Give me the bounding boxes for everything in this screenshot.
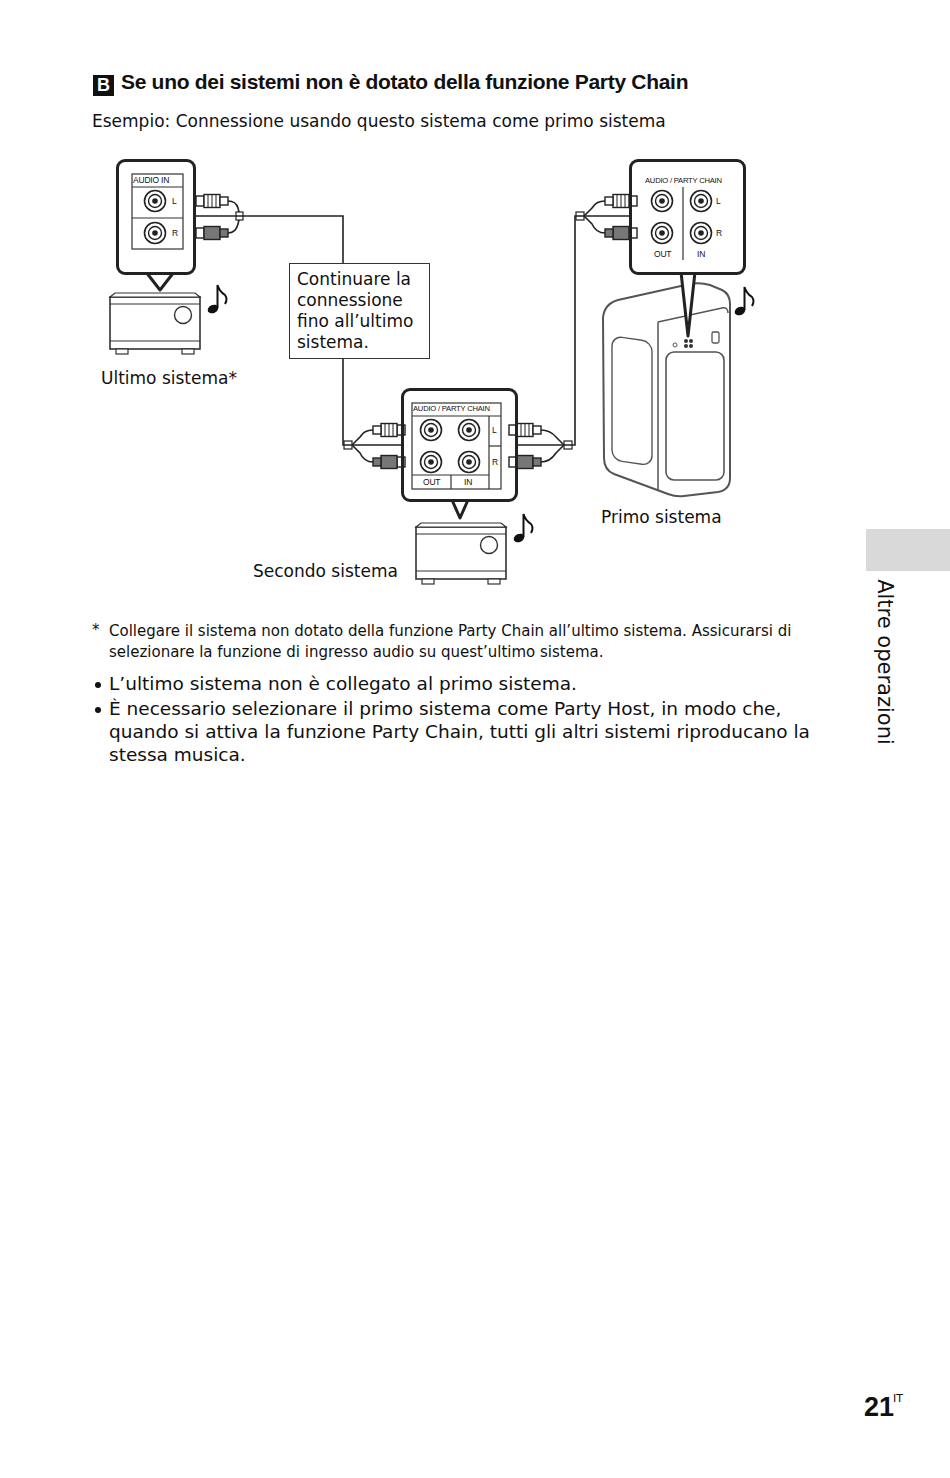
jack-label: OUT	[654, 250, 671, 259]
jack-label: IN	[464, 478, 472, 487]
section-letter: B	[93, 75, 114, 96]
jack-label: IN	[697, 250, 705, 259]
bullet-text: L’ultimo sistema non è collegato al prim…	[109, 672, 854, 695]
channel-label: R	[172, 229, 178, 238]
side-tab-label: Altre operazioni	[873, 577, 897, 747]
device-label: Secondo sistema	[253, 561, 398, 581]
device-label: Ultimo sistema*	[101, 368, 237, 388]
edge-note: Continuare la connessione fino all’ultim…	[289, 263, 430, 359]
panel-label: AUDIO / PARTY CHAIN	[413, 405, 490, 413]
channel-label: R	[716, 229, 722, 238]
channel-label: L	[716, 197, 721, 206]
bullet-text: È necessario selezionare il primo sistem…	[109, 697, 854, 766]
device-label: Primo sistema	[601, 507, 722, 527]
audio-cable	[518, 216, 629, 445]
section-title: Se uno dei sistemi non è dotato della fu…	[121, 70, 688, 94]
footnote-mark: *	[92, 621, 100, 639]
page-suffix: IT	[893, 1392, 903, 1405]
callout-panel: AUDIO / PARTY CHAIN L R OUT IN	[629, 159, 746, 275]
channel-label: R	[492, 458, 498, 467]
callout-panel: AUDIO / PARTY CHAIN L R OUT IN	[401, 388, 518, 502]
subtitle: Esempio: Connessione usando questo siste…	[92, 111, 666, 131]
page-number: 21	[864, 1392, 894, 1423]
channel-label: L	[172, 197, 177, 206]
jack-label: OUT	[423, 478, 440, 487]
panel-label: AUDIO IN	[133, 176, 169, 185]
panel-label: AUDIO / PARTY CHAIN	[645, 177, 722, 185]
callout-panel: AUDIO IN L R	[116, 159, 196, 275]
channel-label: L	[492, 426, 497, 435]
footnote: Collegare il sistema non dotato della fu…	[109, 621, 849, 663]
